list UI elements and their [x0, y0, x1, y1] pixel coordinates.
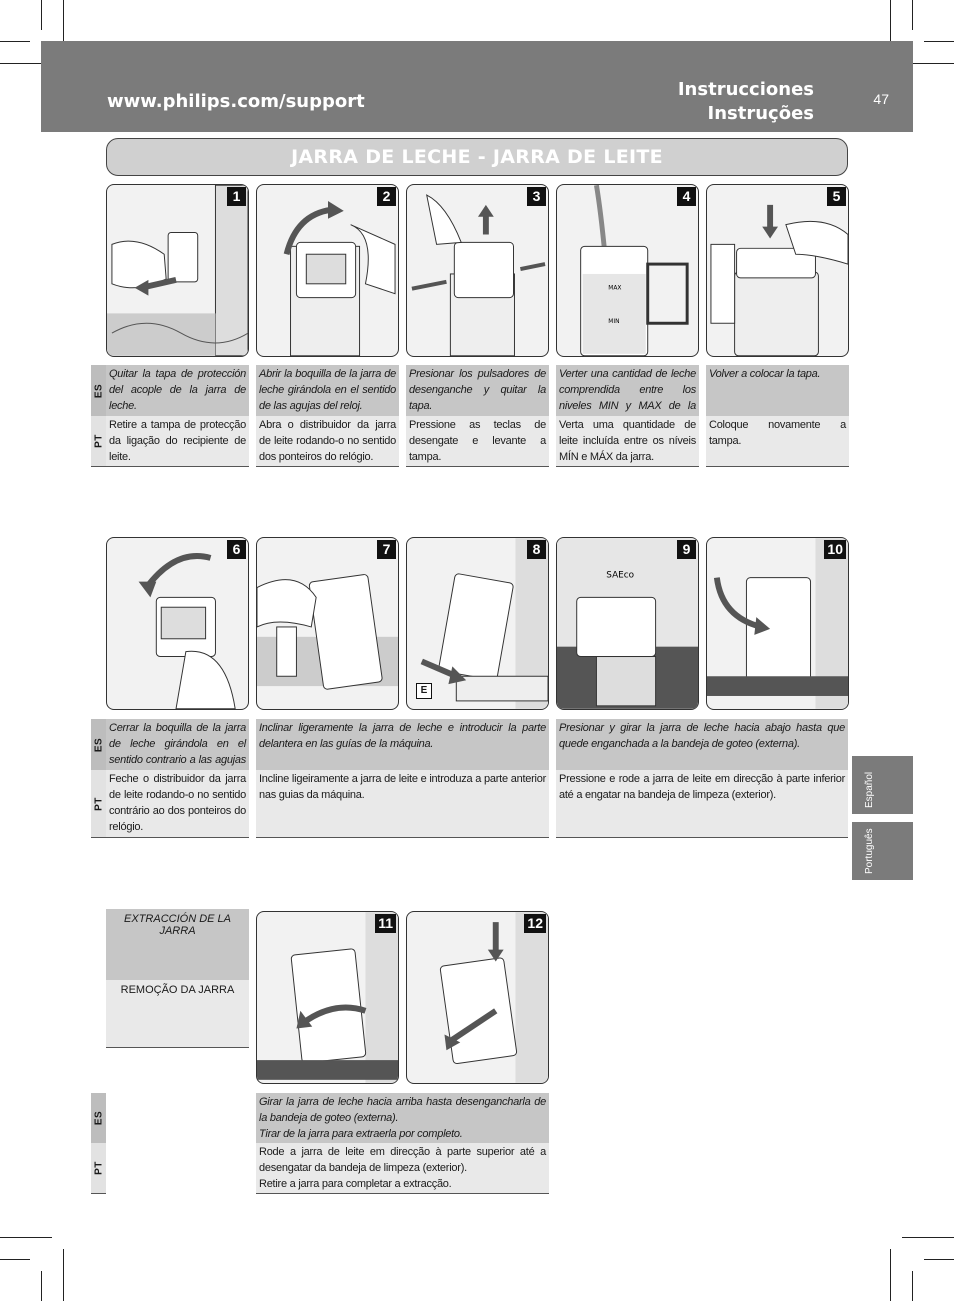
external-tray-badge: E: [416, 683, 432, 699]
svg-text:MIN: MIN: [608, 319, 619, 325]
step-text-es: Abrir la boquilla de la jarra de leche g…: [256, 365, 399, 416]
step-text-pt: Verta uma quantidade de leite incluída e…: [556, 416, 699, 467]
step-image-8: 8 E: [406, 537, 549, 710]
step-image-11: 11: [256, 911, 399, 1084]
svg-text:SAEco: SAEco: [606, 571, 634, 581]
step-text-es: Girar la jarra de leche hacia arriba has…: [256, 1093, 549, 1143]
step-text-es: Cerrar la boquilla de la jarra de leche …: [106, 719, 249, 782]
crop-mark: [924, 1259, 954, 1260]
lang-label-es: ES: [91, 719, 106, 770]
step-image-4: MAX MIN 4: [556, 184, 699, 357]
side-tab-espanol[interactable]: Español: [852, 756, 913, 814]
crop-mark: [912, 0, 913, 30]
pull-jug-out-illustration-icon: [439, 912, 548, 1083]
step-number: 2: [377, 187, 396, 206]
step-number: 10: [824, 540, 846, 559]
spout-rotate-illustration-icon: [283, 200, 396, 356]
removal-text-es-1: Girar la jarra de leche hacia arriba has…: [259, 1096, 546, 1124]
step-text-es: Verter una cantidad de leche comprendida…: [556, 365, 699, 428]
step-number: 1: [227, 187, 246, 206]
pour-milk-illustration-icon: MAX MIN: [580, 185, 689, 356]
release-buttons-illustration-icon: [411, 194, 546, 356]
step-number: 12: [524, 914, 546, 933]
step-text-pt: Rode a jarra de leite em direcção à part…: [256, 1143, 549, 1194]
step-text-es: Quitar la tapa de protección del acople …: [106, 365, 249, 416]
crop-mark: [63, 0, 64, 52]
step-number: 5: [827, 187, 846, 206]
support-url[interactable]: www.philips.com/support: [107, 91, 365, 112]
step-number: 6: [227, 540, 246, 559]
header-title-pt: Instruções: [707, 103, 814, 124]
step-text-es: Presionar los pulsadores de desenganche …: [406, 365, 549, 416]
lang-label-es: ES: [91, 1093, 106, 1143]
step-number: 8: [527, 540, 546, 559]
step-image-6: 6: [106, 537, 249, 710]
header-title-es: Instrucciones: [677, 79, 814, 100]
step-image-9: SAEco 9: [556, 537, 699, 710]
crop-mark: [0, 63, 52, 64]
page-number: 47: [873, 91, 889, 107]
svg-text:MAX: MAX: [608, 286, 621, 292]
jug-guides-illustration-icon: [420, 538, 548, 709]
lang-label-pt: PT: [91, 416, 106, 467]
section-banner: JARRA DE LECHE - JARRA DE LEITE: [106, 138, 848, 176]
removal-text-es-2: Tirar de la jarra para extraerla por com…: [259, 1128, 463, 1140]
crop-mark: [890, 0, 891, 52]
lang-label-es: ES: [91, 365, 106, 416]
removal-text-pt-1: Rode a jarra de leite em direcção à part…: [259, 1146, 546, 1174]
page-header: www.philips.com/support Instrucciones In…: [41, 41, 913, 132]
step-image-7: 7: [256, 537, 399, 710]
crop-mark: [0, 1259, 30, 1260]
step-number: 9: [677, 540, 696, 559]
crop-mark: [41, 1271, 42, 1301]
crop-mark: [0, 1237, 52, 1238]
step-text-pt: Retire a tampa de protecção da ligação d…: [106, 416, 249, 467]
removal-text-pt-2: Retire a jarra para completar a extracçã…: [259, 1178, 452, 1190]
lang-label-pt: PT: [91, 1143, 106, 1194]
machine-jug-attached-illustration-icon: SAEco: [557, 538, 698, 709]
step-image-5: 5: [706, 184, 849, 357]
crop-mark: [41, 0, 42, 30]
crop-mark: [890, 1249, 891, 1301]
crop-mark: [0, 41, 30, 42]
side-tab-portugues[interactable]: Português: [852, 822, 913, 880]
step-text-pt: Coloque novamente a tampa.: [706, 416, 849, 467]
step-text-es: Presionar y girar la jarra de leche haci…: [556, 719, 848, 770]
crop-mark: [912, 1271, 913, 1301]
close-spout-illustration-icon: [138, 553, 236, 709]
step-number: 4: [677, 187, 696, 206]
step-number: 11: [375, 914, 396, 933]
crop-mark: [902, 63, 954, 64]
step-text-pt: Abra o distribuidor da jarra de leite ro…: [256, 416, 399, 467]
crop-mark: [63, 1249, 64, 1301]
milk-connector-illustration-icon: [107, 185, 248, 356]
step-image-2: 2: [256, 184, 399, 357]
step-image-1: 1: [106, 184, 249, 357]
step-text-pt: Incline ligeiramente a jarra de leite e …: [256, 770, 549, 838]
section-title: JARRA DE LECHE - JARRA DE LEITE: [291, 146, 663, 168]
step-image-3: 3: [406, 184, 549, 357]
insert-jug-illustration-icon: [257, 574, 398, 690]
crop-mark: [924, 41, 954, 42]
rotate-jug-up-illustration-icon: [257, 912, 398, 1083]
step-image-10: 10: [706, 537, 849, 710]
removal-heading-pt: REMOÇÃO DA JARRA: [106, 980, 249, 1048]
step-text-pt: Feche o distribuidor da jarra de leite r…: [106, 770, 249, 838]
step-number: 7: [377, 540, 396, 559]
replace-lid-illustration-icon: [710, 204, 848, 356]
step-image-12: 12: [406, 911, 549, 1084]
step-text-pt: Pressione as teclas de desengate e levan…: [406, 416, 549, 467]
crop-mark: [902, 1237, 954, 1238]
step-number: 3: [527, 187, 546, 206]
lang-label-pt: PT: [91, 770, 106, 838]
step-text-es: Inclinar ligeramente la jarra de leche e…: [256, 719, 549, 770]
removal-heading-es: EXTRACCIÓN DE LA JARRA: [106, 909, 249, 980]
rotate-jug-down-illustration-icon: [707, 538, 848, 709]
step-text-es: Volver a colocar la tapa.: [706, 365, 849, 416]
step-text-pt: Pressione e rode a jarra de leite em dir…: [556, 770, 848, 838]
